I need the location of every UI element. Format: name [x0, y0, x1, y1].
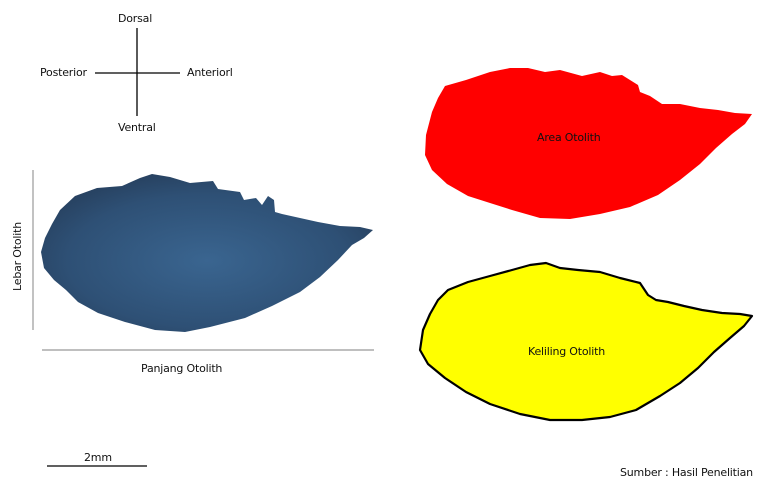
area-otolith-label: Area Otolith: [537, 131, 601, 144]
otolith-photo: [41, 174, 373, 332]
length-label: Panjang Otolith: [141, 362, 222, 375]
width-label: Lebar Otolith: [11, 222, 24, 291]
scale-bar-label: 2mm: [84, 451, 112, 464]
posterior-label: Posterior: [40, 66, 87, 79]
ventral-label: Ventral: [118, 121, 156, 134]
perimeter-otolith-label: Keliling Otolith: [528, 345, 605, 358]
orientation-cross: [95, 28, 180, 116]
source-note: Sumber : Hasil Penelitian: [620, 466, 753, 479]
anterior-label: Anteriorl: [187, 66, 233, 79]
perimeter-otolith-shape: [420, 263, 752, 420]
dorsal-label: Dorsal: [118, 12, 152, 25]
